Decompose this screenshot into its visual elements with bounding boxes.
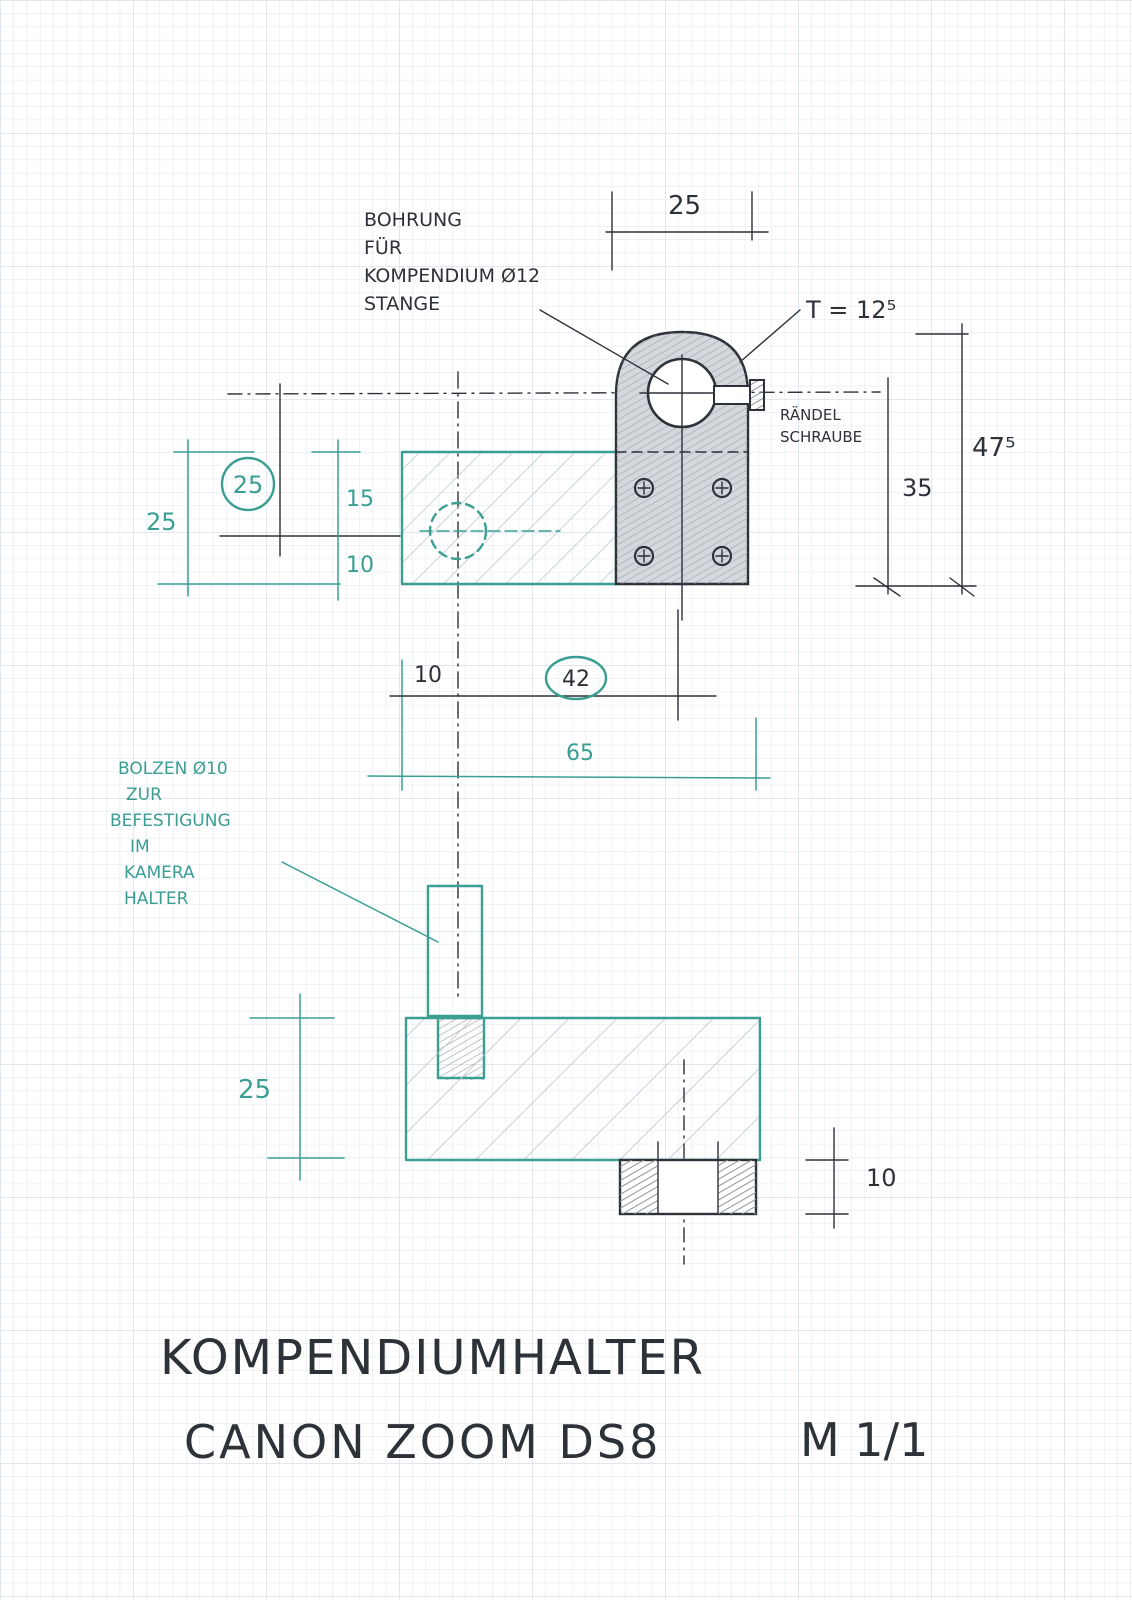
dim-circle-25 — [220, 456, 276, 512]
dim-42-circled: 42 — [562, 667, 590, 692]
bore-note-line-1: BOHRUNG — [364, 209, 462, 231]
axis-line-top — [227, 391, 881, 395]
knurl-label-line-1: RÄNDEL — [780, 405, 841, 424]
drawing-subtitle: CANON ZOOM DS8 — [184, 1415, 661, 1469]
thread-leader — [739, 309, 801, 363]
drawing-title: KOMPENDIUMHALTER — [160, 1330, 705, 1386]
dim-10: 10 — [414, 663, 442, 688]
dim-65: 65 — [566, 741, 594, 766]
dim-height-total: 47⁵ — [972, 433, 1016, 463]
bolt-note-line-2: ZUR — [126, 785, 162, 805]
dim-height-35: 35 — [902, 474, 933, 502]
screw-icon — [633, 477, 655, 499]
thread-label: T = 12⁵ — [805, 296, 896, 324]
bolt-pin — [426, 884, 484, 1018]
dim-left-25-circled: 25 — [233, 471, 264, 499]
screw-icon — [711, 477, 733, 499]
bore-leader — [539, 309, 669, 385]
bore-note-line-3: KOMPENDIUM Ø12 — [364, 265, 540, 287]
dim-circle-42 — [544, 655, 608, 701]
block-lower — [406, 1018, 760, 1160]
dim-line-65 — [367, 775, 771, 779]
knurl-label-line-2: SCHRAUBE — [780, 428, 862, 446]
dim-bottom-25: 25 — [238, 1075, 271, 1105]
drawing-scale: M 1/1 — [800, 1413, 928, 1467]
screw-icon — [711, 545, 733, 567]
dim-left-10: 10 — [346, 553, 374, 578]
bore-note-line-2: FÜR — [364, 236, 402, 259]
bore-note: BOHRUNG FÜR KOMPENDIUM Ø12 STANGE — [364, 209, 540, 315]
bolt-note: BOLZEN Ø10 ZUR BEFESTIGUNG IM KAMERA HAL… — [110, 759, 231, 909]
screw-icon — [633, 545, 655, 567]
bolt-note-line-3: BEFESTIGUNG — [110, 811, 231, 831]
bolt-note-line-5: KAMERA — [124, 863, 195, 883]
block-front — [402, 452, 616, 584]
bolt-leader — [281, 861, 439, 943]
bolt-note-line-1: BOLZEN Ø10 — [118, 759, 228, 779]
dim-bottom-10: 10 — [866, 1164, 897, 1192]
dim-top-width: 25 — [668, 191, 701, 221]
knurl-screw-icon — [713, 385, 751, 405]
dim-left-25: 25 — [146, 508, 177, 536]
bore-note-line-4: STANGE — [364, 293, 440, 315]
bolt-note-line-6: HALTER — [124, 889, 189, 909]
dim-left-15: 15 — [346, 487, 374, 512]
bolt-note-line-4: IM — [130, 837, 150, 857]
